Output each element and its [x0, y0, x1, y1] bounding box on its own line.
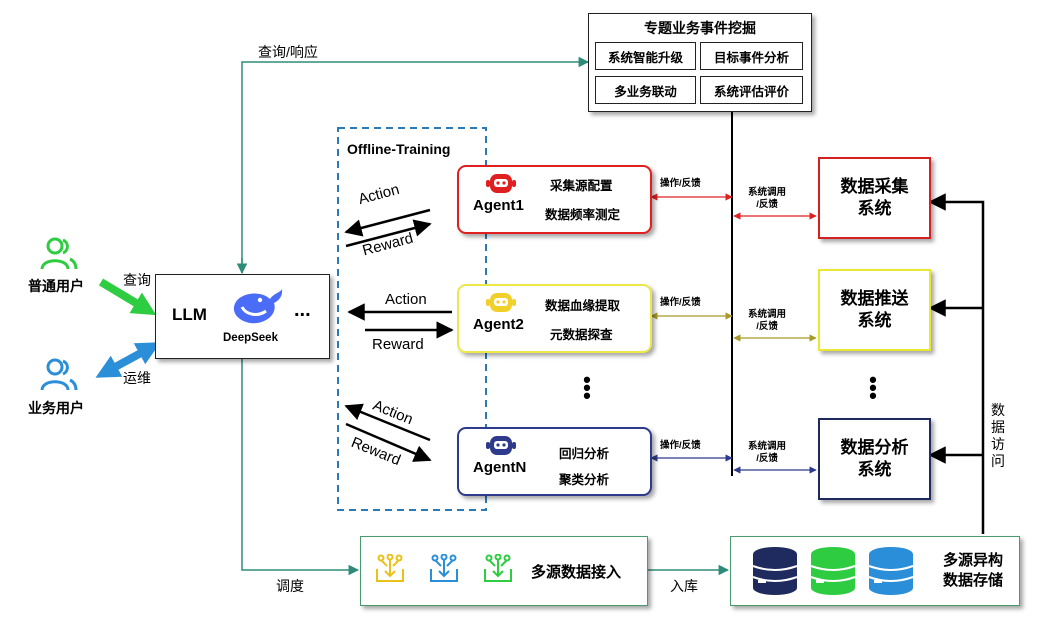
llm-box: LLM DeepSeek ...: [155, 274, 330, 359]
deepseek-label: DeepSeek: [223, 332, 278, 344]
navy-database-icon: [751, 546, 799, 601]
agentn-task1: 回归分析: [559, 447, 610, 461]
topic-cell-evaluation: 系统评估评价: [700, 76, 803, 104]
agentn-task2: 聚类分析: [559, 473, 610, 487]
query-label: 查询: [123, 272, 151, 288]
topic-cell-upgrade: 系统智能升级: [595, 42, 696, 70]
data-push-system-box: 数据推送 系统: [818, 269, 931, 351]
system1-line1: 数据采集: [840, 177, 909, 196]
robot-icon: [485, 433, 517, 464]
agent1-task2: 数据频率测定: [545, 208, 621, 222]
agent1-name: Agent1: [473, 197, 524, 214]
agent2-task1: 数据血缘提取: [545, 299, 621, 313]
system2-line1: 数据推送: [840, 289, 909, 308]
agentn-name: AgentN: [473, 459, 527, 476]
heterogeneous-storage-box: 多源异构 数据存储: [730, 536, 1020, 606]
multi-source-ingest-box: 多源数据接入: [360, 536, 648, 606]
deepseek-whale-icon: [230, 285, 286, 332]
offline-training-label: Offline-Training: [347, 141, 451, 157]
schedule-label: 调度: [276, 578, 304, 594]
topic-cell-linkage: 多业务联动: [595, 76, 696, 104]
blue-ingest-icon: [429, 553, 459, 589]
data-analysis-system-box: 数据分析 系统: [818, 418, 931, 500]
ingest-box-label: 多源数据接入: [531, 564, 622, 581]
data-access-line: [928, 193, 985, 534]
agent2-link-label: 操作/反馈: [660, 297, 701, 308]
yellow-ingest-icon: [375, 553, 405, 589]
agents-ellipsis: •••: [583, 367, 591, 408]
query-response-label: 查询/响应: [258, 44, 318, 60]
system3-link-label: 系统调用 /反馈: [748, 441, 787, 464]
person-icon-business: [40, 357, 78, 398]
agent2-name: Agent2: [473, 316, 524, 333]
system2-link-label: 系统调用 /反馈: [748, 309, 787, 332]
agentn-box: AgentN 回归分析 聚类分析: [457, 427, 652, 496]
ops-label: 运维: [123, 370, 151, 386]
robot-icon: [485, 171, 517, 202]
action-label-2: Action: [385, 291, 427, 308]
agent2-box: Agent2 数据血缘提取 元数据探查: [457, 284, 652, 353]
ingest-label: 入库: [670, 578, 698, 594]
green-ingest-icon: [483, 553, 513, 589]
topic-event-mining-box: 专题业务事件挖掘 系统智能升级 目标事件分析 多业务联动 系统评估评价: [588, 13, 812, 112]
system3-line2: 系统: [857, 460, 892, 479]
system3-line1: 数据分析: [840, 438, 909, 457]
agentn-link-label: 操作/反馈: [660, 440, 701, 451]
system1-link-label: 系统调用 /反馈: [748, 187, 787, 210]
more-models-ellipsis: ...: [294, 299, 311, 321]
topic-cell-target-analysis: 目标事件分析: [700, 42, 803, 70]
query-response-line: [241, 56, 590, 273]
reward-label-2: Reward: [372, 336, 424, 353]
agent1-task1: 采集源配置: [550, 179, 613, 193]
query-arrow: [98, 278, 157, 316]
systems-ellipsis: •••: [869, 367, 877, 408]
system1-line2: 系统: [857, 199, 892, 218]
llm-label: LLM: [172, 305, 207, 324]
agent2-task2: 元数据探查: [550, 328, 613, 342]
agent1-box: Agent1 采集源配置 数据频率测定: [457, 165, 652, 234]
system2-line2: 系统: [857, 311, 892, 330]
ops-arrow: [95, 342, 161, 378]
blue-database-icon: [867, 546, 915, 601]
schedule-line: [241, 358, 360, 576]
robot-icon: [485, 290, 517, 321]
agent1-link-label: 操作/反馈: [660, 178, 701, 189]
person-icon-normal: [40, 236, 78, 277]
data-access-label: 数据访问: [991, 402, 1005, 469]
business-user-label: 业务用户: [28, 400, 84, 416]
topic-title: 专题业务事件挖掘: [644, 20, 756, 36]
green-database-icon: [809, 546, 857, 601]
storage-box-label: 多源异构 数据存储: [943, 552, 1004, 589]
normal-user-label: 普通用户: [28, 278, 84, 294]
data-collection-system-box: 数据采集 系统: [818, 157, 931, 239]
